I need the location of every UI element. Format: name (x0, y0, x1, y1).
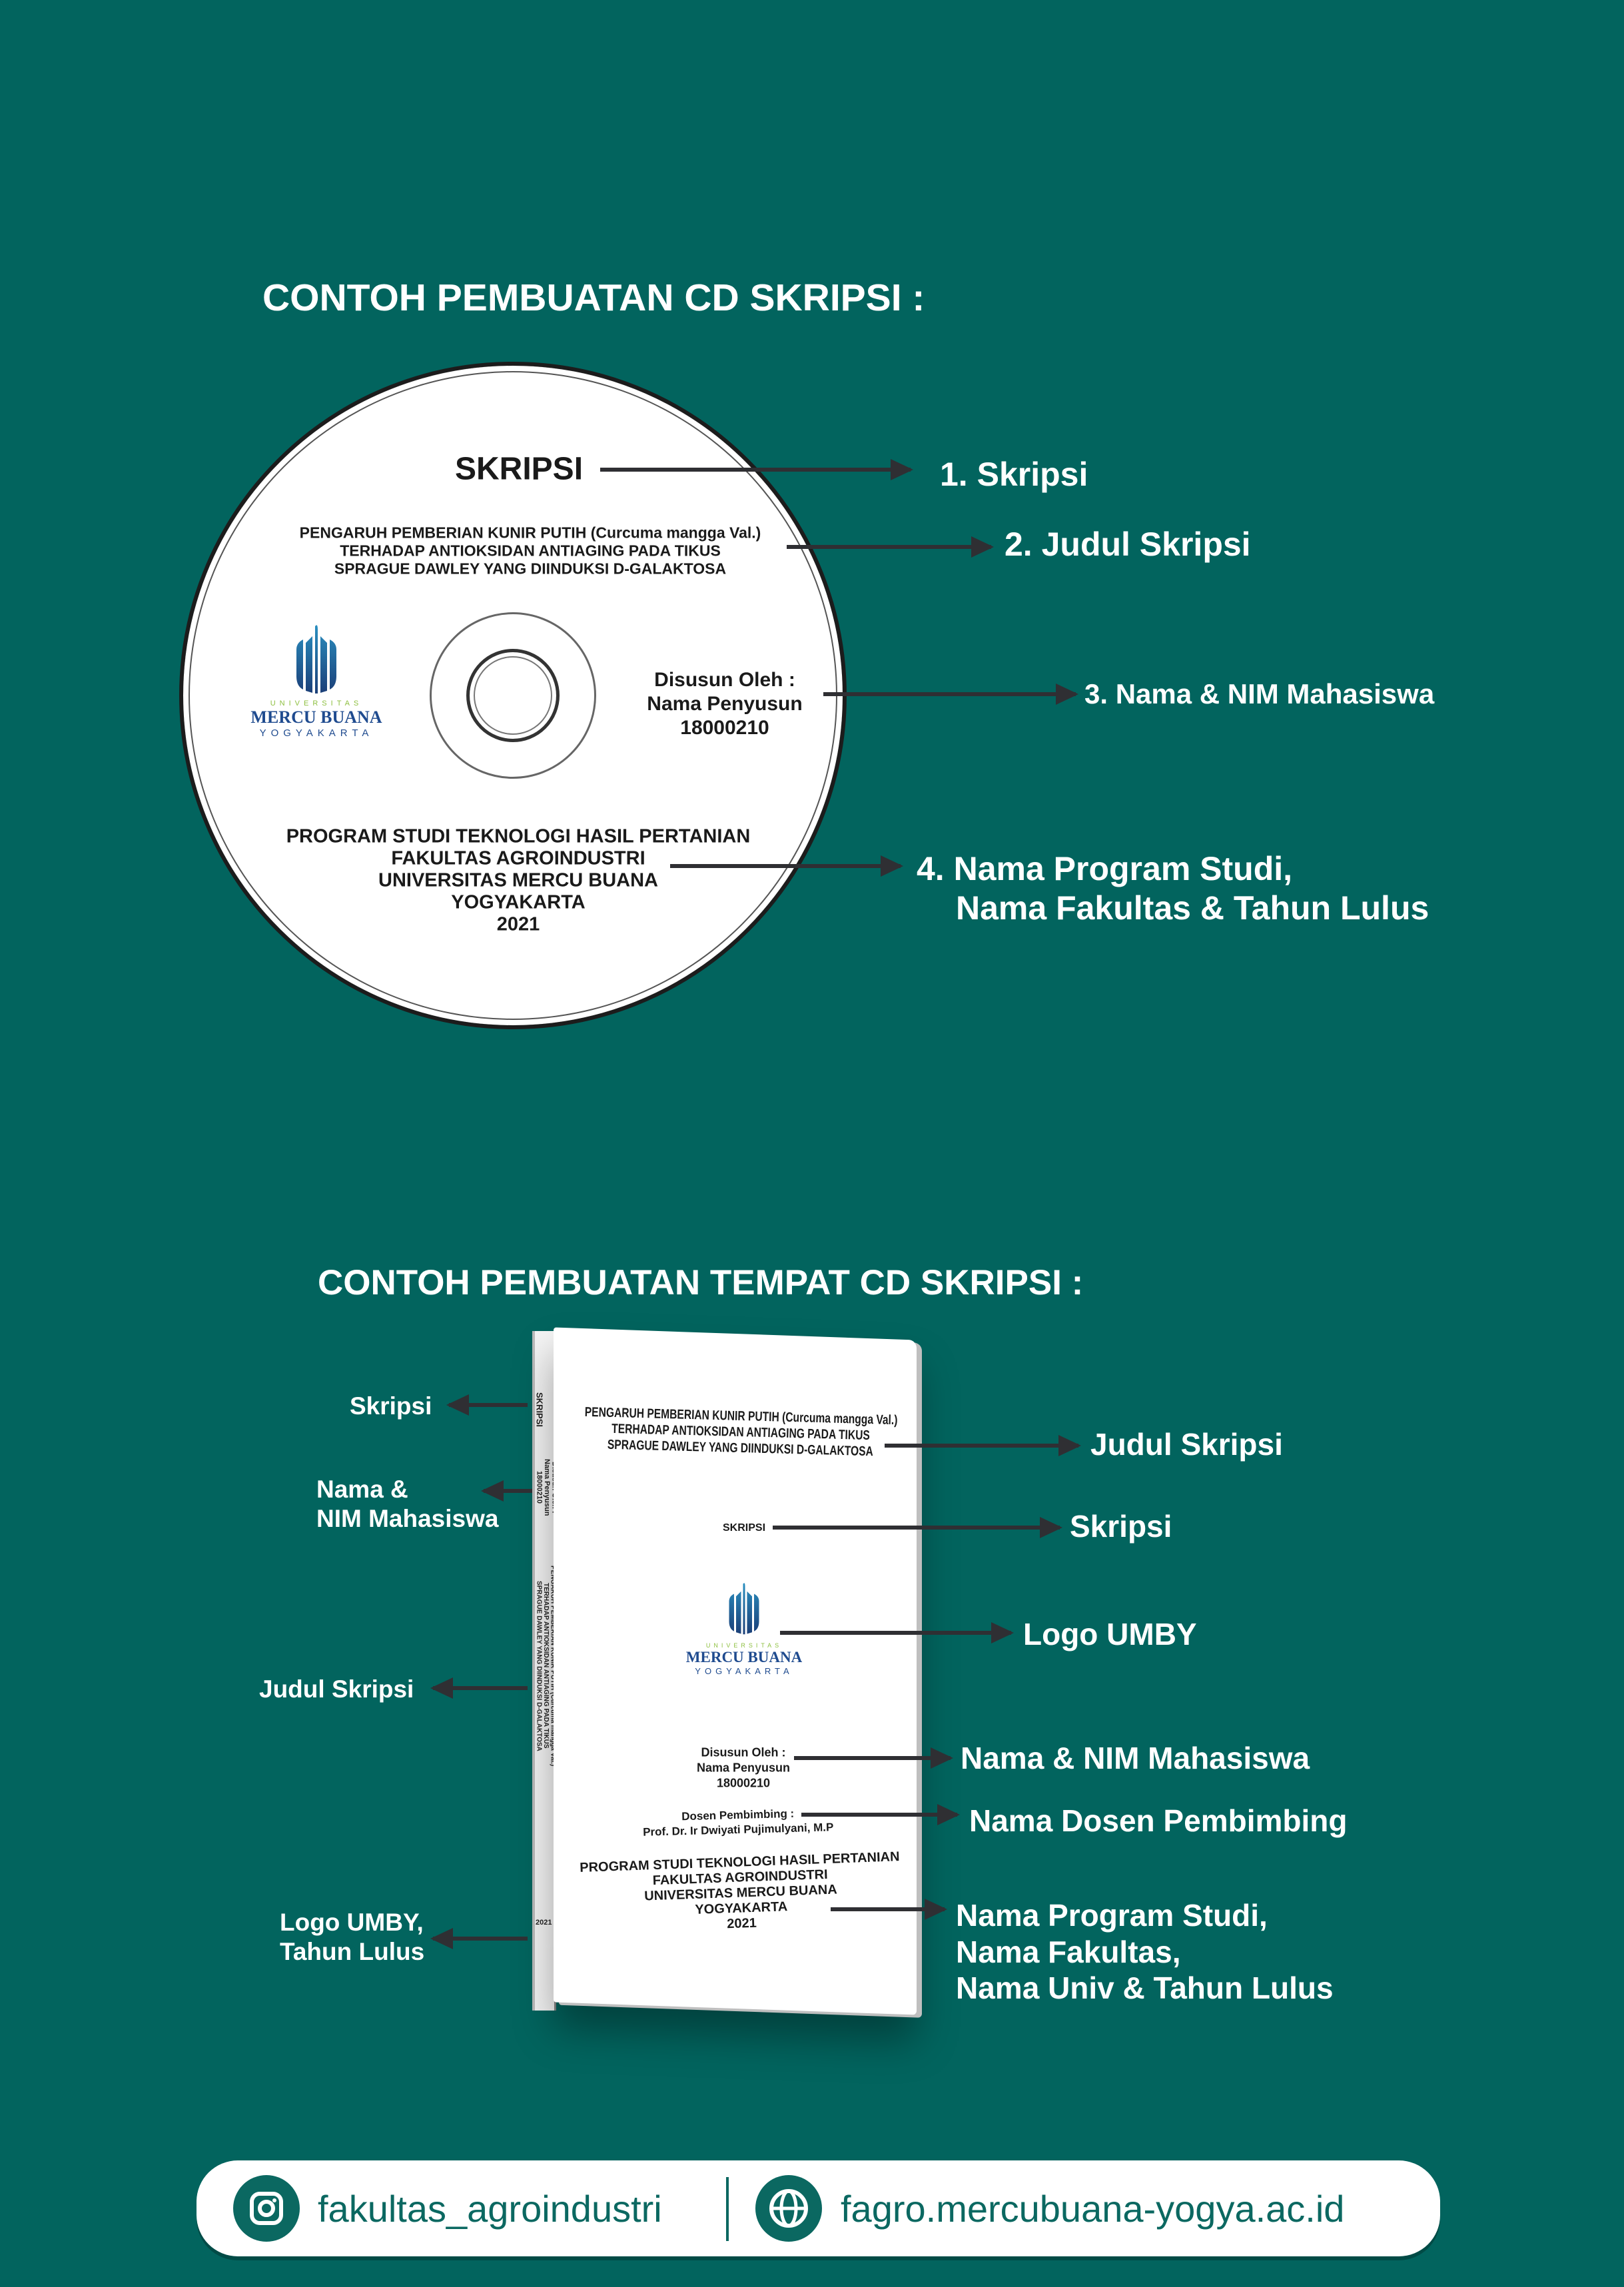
text-line: Disusun Oleh : (701, 1745, 786, 1759)
logo-city: YOGYAKARTA (695, 1666, 793, 1676)
left-label-logo-2: Tahun Lulus (280, 1938, 425, 1965)
case-author: Disusun Oleh : Nama Penyusun 18000210 (697, 1745, 790, 1791)
globe-icon (755, 2175, 822, 2242)
disc-judul: PENGARUH PEMBERIAN KUNIR PUTIH (Curcuma … (300, 524, 761, 578)
arrow-right-logo (780, 1622, 1014, 1643)
cd-center-hole (466, 649, 560, 742)
spine-year: 2021 (536, 1919, 552, 1927)
right-label-judul: Judul Skripsi (1090, 1427, 1283, 1462)
text-line: PROGRAM STUDI TEKNOLOGI HASIL PERTANIAN (286, 825, 751, 847)
text-line: Nama Penyusun (647, 693, 803, 715)
text-line: TERHADAP ANTIOKSIDAN ANTIAGING PADA TIKU… (340, 542, 721, 560)
section-title-cd: CONTOH PEMBUATAN CD SKRIPSI : (262, 276, 925, 319)
right-label-dosen: Nama Dosen Pembimbing (969, 1803, 1348, 1838)
arrow-left-skripsi (446, 1394, 528, 1416)
spine-skripsi: SKRIPSI (534, 1392, 545, 1428)
text-line: PENGARUH PEMBERIAN KUNIR PUTIH (Curcuma … (299, 524, 761, 542)
label-program-2: Nama Fakultas & Tahun Lulus (956, 889, 1429, 927)
right-label-prog-3: Nama Univ & Tahun Lulus (956, 1971, 1334, 2005)
disc-program: PROGRAM STUDI TEKNOLOGI HASIL PERTANIAN … (286, 826, 751, 936)
arrow-2 (787, 536, 994, 558)
right-label-skripsi: Skripsi (1070, 1509, 1172, 1544)
arrow-4 (670, 855, 903, 877)
umby-logo-icon (296, 625, 336, 693)
text-line: Disusun Oleh : (654, 669, 795, 691)
right-label-prog-1: Nama Program Studi, (956, 1898, 1268, 1933)
text-line: Nama Penyusun (696, 1761, 791, 1775)
label-nama-nim: 3. Nama & NIM Mahasiswa (1084, 678, 1435, 709)
arrow-right-nama (794, 1747, 953, 1769)
spine-judul: PENGARUH PEMBERIAN KUNIR PUTIH (Curcuma … (535, 1566, 557, 1767)
label-judul: 2. Judul Skripsi (1005, 526, 1251, 563)
arrow-left-nama (481, 1480, 532, 1502)
case-program: PROGRAM STUDI TEKNOLOGI HASIL PERTANIAN … (580, 1849, 902, 1937)
arrow-right-skripsi (773, 1517, 1062, 1538)
left-label-judul: Judul Skripsi (259, 1675, 414, 1703)
arrow-right-dosen (801, 1804, 960, 1825)
section-title-case: CONTOH PEMBUATAN TEMPAT CD SKRIPSI : (318, 1263, 1084, 1302)
logo-universitas: UNIVERSITAS (705, 1642, 783, 1649)
text-line: PENGARUH PEMBERIAN KUNIR PUTIH (Curcuma … (549, 1566, 557, 1767)
text-line: YOGYAKARTA (451, 891, 586, 913)
umby-logo-icon (729, 1583, 759, 1635)
left-label-skripsi: Skripsi (350, 1392, 432, 1420)
arrow-right-program (831, 1899, 947, 1920)
case-judul: PENGARUH PEMBERIAN KUNIR PUTIH (Curcuma … (584, 1404, 898, 1460)
right-label-prog-2: Nama Fakultas, (956, 1935, 1181, 1969)
website-link[interactable]: fagro.mercubuana-yogya.ac.id (841, 2188, 1345, 2230)
text-line: 18000210 (716, 1776, 771, 1790)
text-line: SPRAGUE DAWLEY YANG DIINDUKSI D-GALAKTOS… (535, 1580, 543, 1751)
case-skripsi: SKRIPSI (722, 1522, 766, 1534)
left-label-nama-1: Nama & (316, 1476, 408, 1503)
text-line: Nama Penyusun (543, 1459, 552, 1516)
logo-city: YOGYAKARTA (259, 727, 374, 739)
text-line: FAKULTAS AGROINDUSTRI (391, 847, 645, 869)
label-skripsi: 1. Skripsi (940, 456, 1088, 493)
footer-divider (726, 2177, 729, 2241)
umby-logo: UNIVERSITAS MERCU BUANA YOGYAKARTA (250, 623, 383, 739)
disc-author: Disusun Oleh : Nama Penyusun 18000210 (647, 668, 802, 740)
text-line: 2021 (496, 913, 540, 935)
arrow-left-judul (430, 1677, 528, 1699)
text-line: TERHADAP ANTIOKSIDAN ANTIAGING PADA TIKU… (542, 1583, 550, 1749)
arrow-3 (823, 684, 1078, 705)
instagram-icon (233, 2175, 300, 2242)
logo-universitas: UNIVERSITAS (270, 699, 363, 707)
text-line: 18000210 (535, 1471, 544, 1504)
logo-name: MERCU BUANA (250, 707, 382, 727)
logo-name: MERCU BUANA (685, 1649, 803, 1665)
arrow-left-logo (430, 1928, 528, 1949)
instagram-handle[interactable]: fakultas_agroindustri (318, 2188, 662, 2230)
text-line: UNIVERSITAS MERCU BUANA (378, 869, 658, 891)
arrow-1 (600, 459, 913, 480)
case-logo: UNIVERSITAS MERCU BUANA YOGYAKARTA (677, 1579, 811, 1676)
left-label-nama-2: NIM Mahasiswa (316, 1505, 499, 1532)
left-label-logo-1: Logo UMBY, (280, 1909, 424, 1936)
disc-heading: SKRIPSI (454, 451, 584, 487)
arrow-right-judul (885, 1435, 1081, 1456)
right-label-nama: Nama & NIM Mahasiswa (961, 1741, 1310, 1775)
right-label-logo: Logo UMBY (1023, 1617, 1197, 1651)
label-program-1: 4. Nama Program Studi, (917, 850, 1293, 887)
text-line: SPRAGUE DAWLEY YANG DIINDUKSI D-GALAKTOS… (334, 560, 727, 578)
case-dosen: Dosen Pembimbing : Prof. Dr. Ir Dwiyati … (642, 1805, 834, 1839)
text-line: 18000210 (680, 717, 769, 739)
